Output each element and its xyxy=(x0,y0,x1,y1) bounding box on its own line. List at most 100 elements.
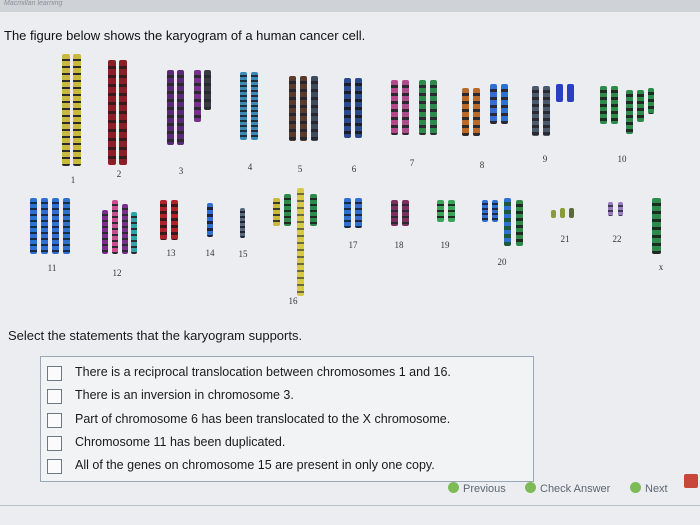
label-chromosome-16: 16 xyxy=(288,296,298,306)
option-3-label: Part of chromosome 6 has been translocat… xyxy=(75,412,451,426)
chromosome-13a xyxy=(160,200,167,240)
chromosome-9c xyxy=(556,84,563,102)
chromosome-10e xyxy=(648,88,654,114)
check-icon xyxy=(525,482,536,493)
chromosome-2b xyxy=(119,60,127,165)
option-2-checkbox[interactable] xyxy=(47,389,62,404)
label-chromosome-3: 3 xyxy=(178,166,184,176)
chromosome-16d xyxy=(310,194,317,226)
label-chromosome-5: 5 xyxy=(297,164,303,174)
chromosome-16c xyxy=(297,188,304,296)
chromosome-x xyxy=(652,198,661,254)
chromosome-3b xyxy=(177,70,184,145)
chromosome-1b xyxy=(73,54,81,166)
chromosome-19b xyxy=(448,200,455,222)
chromosome-10c xyxy=(626,90,633,134)
chromosome-9a xyxy=(532,86,539,136)
option-1-label: There is a reciprocal translocation betw… xyxy=(75,365,451,379)
chromosome-11b xyxy=(41,198,48,254)
option-2-label: There is an inversion in chromosome 3. xyxy=(75,388,294,402)
label-chromosome-6: 6 xyxy=(351,164,357,174)
chromosome-17b xyxy=(355,198,362,228)
chromosome-7a xyxy=(391,80,398,135)
chromosome-4a xyxy=(240,72,247,140)
chromosome-8a xyxy=(462,88,469,136)
chromosome-16a xyxy=(273,198,280,226)
chromosome-22a xyxy=(608,202,613,216)
label-chromosome-1: 1 xyxy=(70,175,76,185)
next-button[interactable]: Next xyxy=(630,482,668,495)
chromosome-22b xyxy=(618,202,623,216)
chromosome-10d xyxy=(637,90,644,122)
chromosome-2a xyxy=(108,60,116,165)
chromosome-14 xyxy=(207,203,213,237)
question-text: The figure below shows the karyogram of … xyxy=(4,28,366,43)
chromosome-9b xyxy=(543,86,550,136)
chromosome-20b xyxy=(492,200,498,222)
next-icon xyxy=(630,482,641,493)
previous-icon xyxy=(448,482,459,493)
option-5-label: All of the genes on chromosome 15 are pr… xyxy=(75,458,435,472)
label-chromosome-8: 8 xyxy=(479,160,485,170)
chromosome-9d xyxy=(567,84,574,102)
label-chromosome-7: 7 xyxy=(409,158,415,168)
chromosome-21c xyxy=(569,208,574,218)
label-chromosome-22: 22 xyxy=(612,234,622,244)
label-chromosome-10: 10 xyxy=(617,154,627,164)
chromosome-20c xyxy=(504,198,511,246)
previous-label: Previous xyxy=(463,483,506,495)
chromosome-20a xyxy=(482,200,488,222)
chromosome-8d xyxy=(501,84,508,124)
label-chromosome-15: 15 xyxy=(238,249,248,259)
chromosome-15 xyxy=(240,208,245,238)
label-chromosome-12: 12 xyxy=(112,268,122,278)
label-chromosome-20: 20 xyxy=(497,257,507,267)
label-chromosome-17: 17 xyxy=(348,240,358,250)
chromosome-20d xyxy=(516,200,523,246)
karyogram-figure: 1 2 3 4 5 6 7 8 9 10 11 12 13 14 15 16 1… xyxy=(0,48,700,313)
chromosome-3a xyxy=(167,70,174,145)
chromosome-21b xyxy=(560,208,565,218)
exit-icon[interactable] xyxy=(684,474,698,488)
chromosome-5a xyxy=(289,76,296,141)
check-answer-label: Check Answer xyxy=(540,483,611,495)
label-chromosome-2: 2 xyxy=(116,169,122,179)
footer-divider xyxy=(0,505,700,506)
chromosome-7c xyxy=(419,80,426,135)
chromosome-3d xyxy=(204,70,211,110)
option-1-checkbox[interactable] xyxy=(47,366,62,381)
chromosome-18a xyxy=(391,200,398,226)
label-chromosome-x: x xyxy=(658,262,664,272)
chromosome-12a xyxy=(102,210,108,254)
footer-nav: Previous Check Answer Next xyxy=(0,474,700,525)
option-4-checkbox[interactable] xyxy=(47,436,62,451)
option-3-checkbox[interactable] xyxy=(47,413,62,428)
chromosome-7d xyxy=(430,80,437,135)
chromosome-11a xyxy=(30,198,37,254)
label-chromosome-13: 13 xyxy=(166,248,176,258)
chromosome-10a xyxy=(600,86,607,124)
chromosome-8b xyxy=(473,88,480,136)
chromosome-10b xyxy=(611,86,618,124)
chromosome-13b xyxy=(171,200,178,240)
chromosome-3c xyxy=(194,70,201,122)
option-5-checkbox[interactable] xyxy=(47,459,62,474)
brand-label: Macmillan learning xyxy=(4,0,63,7)
chromosome-19a xyxy=(437,200,444,222)
chromosome-11d xyxy=(63,198,70,254)
label-chromosome-9: 9 xyxy=(542,154,548,164)
chromosome-5c xyxy=(311,76,318,141)
label-chromosome-14: 14 xyxy=(205,248,215,258)
check-answer-button[interactable]: Check Answer xyxy=(525,482,610,495)
next-label: Next xyxy=(645,483,668,495)
chromosome-12b xyxy=(112,200,118,254)
chromosome-6b xyxy=(355,78,362,138)
chromosome-8c xyxy=(490,84,497,124)
chromosome-4b xyxy=(251,72,258,140)
option-4-label: Chromosome 11 has been duplicated. xyxy=(75,435,286,449)
previous-button[interactable]: Previous xyxy=(448,482,506,495)
chromosome-7b xyxy=(402,80,409,135)
prompt-text: Select the statements that the karyogram… xyxy=(8,328,303,343)
label-chromosome-11: 11 xyxy=(47,263,57,273)
chromosome-11c xyxy=(52,198,59,254)
